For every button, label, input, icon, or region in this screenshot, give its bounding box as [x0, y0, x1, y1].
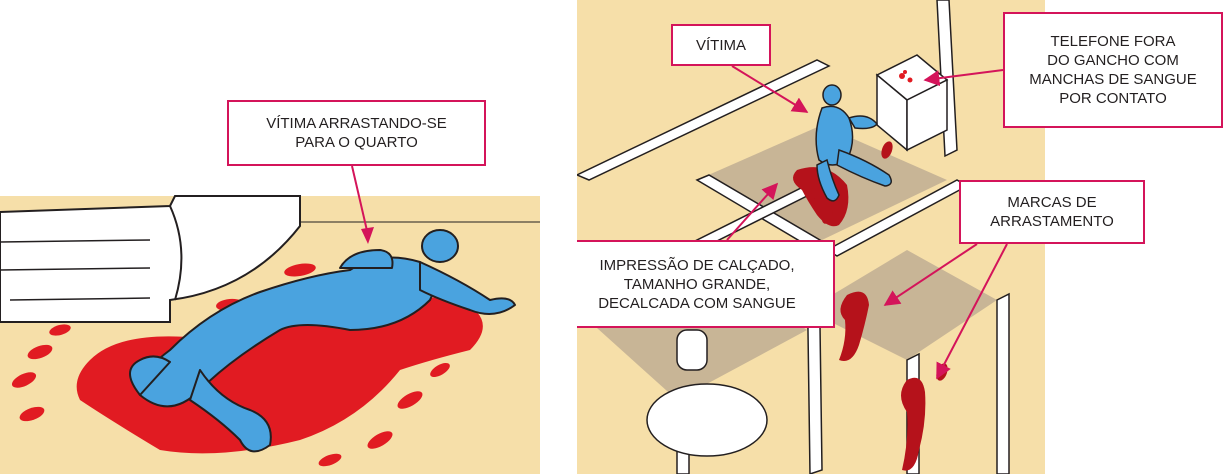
- phone-with-blood: [899, 70, 913, 83]
- callout-shoe-print-line3: DECALCADA COM SANGUE: [598, 294, 796, 312]
- leader-drag-marks-1: [883, 243, 978, 306]
- callout-shoe-print: IMPRESSÃO DE CALÇADO, TAMANHO GRANDE, DE…: [577, 240, 835, 328]
- leader-drag-marks-2: [936, 243, 1008, 380]
- callout-phone-line4: POR CONTATO: [1059, 90, 1167, 107]
- bed: [0, 195, 301, 323]
- callout-victim-line1: VÍTIMA: [695, 36, 746, 54]
- right-leader-lines: [726, 65, 1008, 380]
- callout-drag-marks: MARCAS DE ARRASTAMENTO: [959, 180, 1145, 244]
- nightstand: [875, 54, 949, 152]
- callout-victim-crawling: VÍTIMA ARRASTANDO-SE PARA O QUARTO: [227, 100, 486, 166]
- callout-phone: TELEFONE FORA DO GANCHO COM MANCHAS DE S…: [1003, 12, 1223, 128]
- callout-shoe-print-line1: IMPRESSÃO DE CALÇADO,: [599, 256, 795, 274]
- callout-victim-crawling-line2: PARA O QUARTO: [295, 134, 418, 151]
- victim-figure: [129, 229, 516, 453]
- callout-phone-line2: DO GANCHO COM: [1047, 52, 1179, 69]
- leader-victim-crawling: [351, 165, 369, 236]
- blood-pool: [76, 297, 483, 454]
- leader-arrowhead: [361, 227, 374, 244]
- callout-victim-crawling-line1: VÍTIMA ARRASTANDO-SE: [266, 115, 447, 132]
- leader-phone: [923, 69, 1004, 87]
- left-leader-lines: [351, 165, 374, 244]
- leader-victim: [731, 65, 809, 113]
- table: [646, 329, 768, 457]
- callout-drag-marks-line2: ARRASTAMENTO: [990, 213, 1114, 230]
- leader-shoe-print: [726, 182, 779, 241]
- victim-figure-sitting: [815, 84, 892, 202]
- drag-marks: [839, 291, 926, 471]
- callout-drag-marks-line1: MARCAS DE: [1007, 194, 1097, 211]
- callout-phone-line3: MANCHAS DE SANGUE: [1029, 71, 1197, 88]
- crawling-victim-scene: [0, 195, 540, 474]
- callout-victim: VÍTIMA: [671, 24, 771, 66]
- floor-plan-illustration: VÍTIMA TELEFONE FORA DO GANCHO COM MANCH…: [577, 0, 1225, 474]
- crawling-victim-illustration: VÍTIMA ARRASTANDO-SE PARA O QUARTO: [0, 0, 540, 474]
- blood-pool-victim: [793, 167, 849, 227]
- bloody-footprints: [11, 263, 450, 467]
- callout-phone-line1: TELEFONE FORA: [1050, 33, 1176, 50]
- callout-shoe-print-line2: TAMANHO GRANDE,: [623, 275, 771, 293]
